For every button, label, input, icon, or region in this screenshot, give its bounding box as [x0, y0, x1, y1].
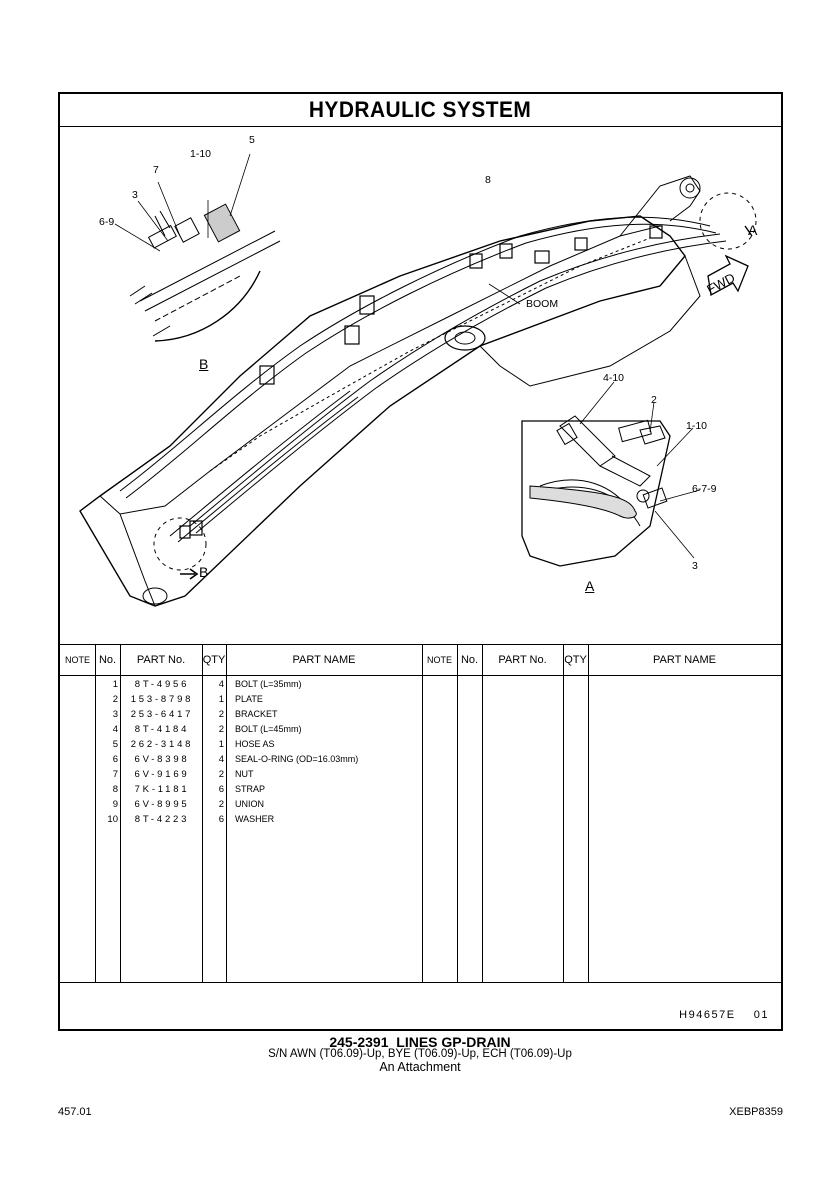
header-no-right: No. [460, 654, 479, 666]
row-part-name: NUT [235, 769, 254, 779]
row-qty: 2 [218, 799, 224, 810]
row-qty: 2 [218, 724, 224, 735]
row-part-no: 7K-1181 [134, 784, 190, 795]
row-qty: 2 [218, 769, 224, 780]
row-part-name: HOSE AS [235, 739, 275, 749]
header-no-left: No. [98, 654, 117, 666]
header-note-left: NOTE [64, 655, 90, 665]
callout-a-3: 3 [692, 560, 698, 572]
detail-b-circle [153, 517, 207, 571]
row-part-no: 6V-8995 [134, 799, 190, 810]
row-no: 1 [112, 679, 118, 690]
row-part-no: 8T-4223 [134, 814, 190, 825]
row-qty: 6 [218, 814, 224, 825]
row-part-name: UNION [235, 799, 264, 809]
row-part-name: PLATE [235, 694, 263, 704]
hose-lines [119, 216, 727, 543]
row-no: 9 [112, 799, 118, 810]
boom-illustration [79, 153, 757, 607]
header-part-name-left: PART NAME [292, 654, 356, 666]
fwd-arrow [707, 254, 749, 297]
row-no: 5 [112, 739, 118, 750]
row-part-no: 8T-4184 [134, 724, 190, 735]
callout-2: 2 [651, 394, 657, 406]
view-b-caption: B [199, 356, 209, 372]
row-qty: 4 [218, 679, 224, 690]
callout-1-10: 1-10 [190, 148, 212, 160]
row-part-no: 262-3148 [130, 739, 194, 750]
serial-range: S/N AWN (T06.09)-Up, BYE (T06.09)-Up, EC… [268, 1048, 572, 1060]
callout-a-1-10: 1-10 [686, 420, 708, 432]
row-part-name: BRACKET [235, 709, 278, 719]
callout-5: 5 [249, 134, 255, 146]
exploded-view-figure: 5 1-10 7 3 6-9 8 BOOM FWD A B 4-10 2 1-1… [60, 126, 781, 644]
leader-lines [114, 153, 701, 559]
row-part-name: STRAP [235, 784, 266, 794]
header-qty-right: QTY [564, 654, 587, 666]
row-part-name: WASHER [235, 814, 275, 824]
row-no: 7 [112, 769, 118, 780]
row-no: 2 [112, 694, 118, 705]
row-no: 10 [107, 814, 118, 825]
parts-sheet: HYDRAULIC SYSTEM [58, 92, 783, 1031]
callout-6-7-9: 6-7-9 [692, 483, 717, 495]
callout-4-10: 4-10 [603, 372, 625, 384]
detail-b-inset [129, 203, 281, 342]
view-b-arrow [180, 568, 199, 580]
detail-a-circle [699, 192, 757, 250]
row-qty: 1 [218, 694, 224, 705]
callout-6-9: 6-9 [99, 216, 115, 228]
detail-a-inset [521, 415, 671, 567]
row-no: 6 [112, 754, 118, 765]
row-qty: 6 [218, 784, 224, 795]
attachment-note: An Attachment [379, 1060, 461, 1074]
header-qty-left: QTY [202, 654, 226, 666]
row-part-no: 6V-8398 [134, 754, 190, 765]
header-part-name-right: PART NAME [653, 654, 716, 666]
row-part-no: 153-8798 [130, 694, 194, 705]
callout-3: 3 [132, 189, 138, 201]
row-no: 3 [112, 709, 118, 720]
parts-table: NOTE No. PART No. QTY PART NAME NOTE No.… [60, 644, 781, 983]
row-no: 8 [112, 784, 118, 795]
row-part-name: SEAL-O-RING (OD=16.03mm) [235, 754, 359, 764]
row-qty: 2 [218, 709, 224, 720]
header-part-no-right: PART No. [498, 654, 547, 666]
row-part-name: BOLT (L=45mm) [235, 724, 302, 734]
row-part-no: 6V-9169 [134, 769, 190, 780]
boom-label: BOOM [526, 298, 559, 310]
row-part-no: 8T-4956 [134, 679, 190, 690]
view-a-marker: A [748, 222, 758, 238]
document-code: XEBP8359 [729, 1106, 783, 1118]
title-bar: HYDRAULIC SYSTEM [60, 94, 781, 127]
header-note-right: NOTE [426, 655, 452, 665]
view-a-caption: A [585, 578, 595, 594]
row-part-no: 253-6417 [130, 709, 194, 720]
callout-7: 7 [153, 164, 159, 176]
group-title: 245-2391 LINES GP-DRAIN [329, 1034, 511, 1050]
illustration-id: H94657E 01 [679, 1009, 769, 1021]
strap-clamps [179, 225, 663, 539]
row-qty: 1 [218, 739, 224, 750]
page-number: 457.01 [58, 1106, 92, 1118]
row-no: 4 [112, 724, 118, 735]
view-b-marker: B [199, 564, 209, 580]
row-part-name: BOLT (L=35mm) [235, 679, 302, 689]
row-qty: 4 [218, 754, 224, 765]
sheet-title: HYDRAULIC SYSTEM [309, 97, 532, 122]
boom-body [79, 175, 701, 607]
view-a-arrow [744, 225, 753, 237]
header-part-no-left: PART No. [136, 654, 186, 666]
callout-8: 8 [485, 174, 491, 186]
